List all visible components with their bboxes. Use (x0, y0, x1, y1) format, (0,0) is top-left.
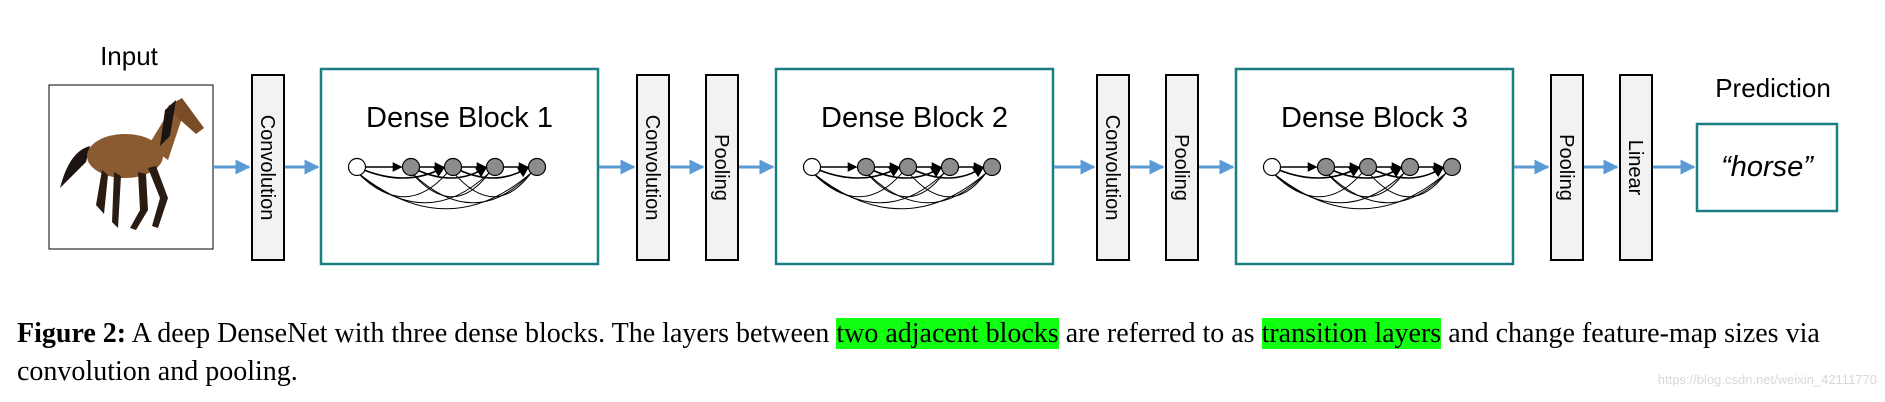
dense-block-1-skip-0-4 (356, 171, 532, 210)
caption-highlight-transition-layers: transition layers (1261, 318, 1442, 349)
svg-text:Linear: Linear (1624, 140, 1646, 196)
dense-block-1-node-4 (527, 157, 547, 177)
prediction-value: “horse” (1721, 151, 1814, 183)
svg-text:Convolution: Convolution (256, 115, 278, 221)
dense-block-3-skip-1-3 (1325, 171, 1405, 198)
layer-pooling-3: Pooling (1165, 74, 1199, 261)
caption-text-before: A deep DenseNet with three dense blocks.… (131, 318, 830, 349)
dense-block-3-skip-0-2 (1271, 171, 1363, 198)
dense-block-3-node-3 (1400, 157, 1420, 177)
dense-block-1-skip-0-2 (356, 171, 448, 198)
densenet-diagram: Input Prediction “horse” Convolution Con… (48, 41, 1839, 266)
dense-block-2: Dense Block 2 (774, 67, 1055, 266)
layer-convolution-3: Convolution (1096, 74, 1130, 261)
dense-block-3-node-1 (1316, 157, 1336, 177)
dense-block-2-skip-2-4 (907, 171, 987, 198)
dense-block-3-node-0 (1262, 157, 1282, 177)
caption-highlight-adjacent-blocks: two adjacent blocks (836, 318, 1059, 349)
layer-linear: Linear (1619, 74, 1653, 261)
dense-block-3-title: Dense Block 3 (1281, 102, 1468, 134)
horse-image (48, 84, 214, 250)
dense-block-2-skip-0-2 (811, 171, 903, 198)
dense-block-2-skip-1-3 (865, 171, 945, 198)
svg-text:Pooling: Pooling (1170, 134, 1192, 201)
svg-text:Convolution: Convolution (641, 115, 663, 221)
layer-pooling-final: Pooling (1550, 74, 1584, 261)
svg-text:Pooling: Pooling (710, 134, 732, 201)
dense-block-2-skip-0-4 (811, 171, 987, 210)
dense-block-3-skip-2-4 (1367, 171, 1447, 198)
layer-pooling-2: Pooling (705, 74, 739, 261)
caption-text-after: and change feature-map sizes via convolu… (17, 318, 1820, 387)
figure-caption: Figure 2: A deep DenseNet with three den… (17, 315, 1877, 391)
dense-block-1: Dense Block 1 (319, 67, 600, 266)
dense-block-1-skip-1-3 (410, 171, 490, 198)
svg-text:Convolution: Convolution (1101, 115, 1123, 221)
dense-block-3-skip-0-4 (1271, 171, 1447, 210)
dense-block-2-skip-1-4 (865, 171, 987, 204)
dense-block-1-skip-1-4 (410, 171, 532, 204)
dense-block-1-node-0 (347, 157, 367, 177)
dense-block-1-title: Dense Block 1 (366, 102, 553, 134)
dense-block-2-node-3 (940, 157, 960, 177)
prediction-box (1695, 122, 1839, 213)
layer-convolution-2: Convolution (636, 74, 670, 261)
caption-text-middle: are referred to as (1065, 318, 1255, 349)
watermark: https://blog.csdn.net/weixin_42111770 (1657, 372, 1877, 387)
dense-block-2-title: Dense Block 2 (821, 102, 1008, 134)
dense-block-1-node-1 (401, 157, 421, 177)
layer-convolution-1: Convolution (251, 74, 285, 261)
dense-block-3: Dense Block 3 (1234, 67, 1515, 266)
dense-block-2-node-0 (802, 157, 822, 177)
dense-block-3-node-4 (1442, 157, 1462, 177)
dense-block-1-node-3 (485, 157, 505, 177)
dense-block-2-node-1 (856, 157, 876, 177)
dense-block-2-node-4 (982, 157, 1002, 177)
svg-text:Pooling: Pooling (1555, 134, 1577, 201)
dense-block-3-node-2 (1358, 157, 1378, 177)
prediction-label: Prediction (1715, 73, 1831, 103)
dense-block-1-node-2 (443, 157, 463, 177)
input-label: Input (100, 41, 159, 71)
dense-block-2-node-2 (898, 157, 918, 177)
dense-block-1-skip-2-4 (452, 171, 532, 198)
dense-block-3-skip-1-4 (1325, 171, 1447, 204)
caption-label: Figure 2: (17, 318, 127, 349)
